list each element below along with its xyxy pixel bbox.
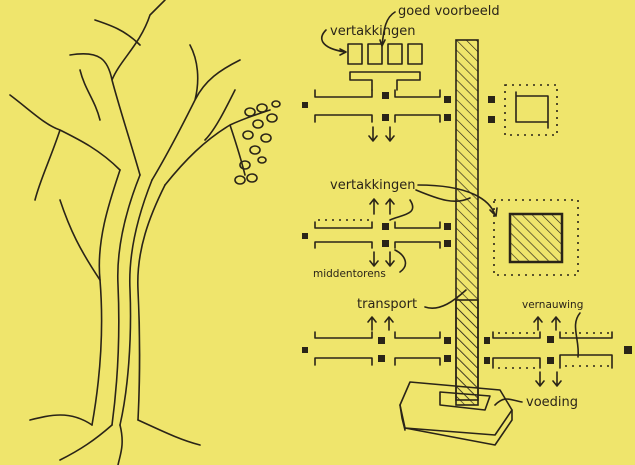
label-good-example: goed voorbeeld	[398, 4, 500, 19]
label-branches-top: vertakkingen	[330, 24, 416, 39]
label-transport: transport	[357, 297, 417, 312]
label-supply: voeding	[526, 395, 578, 410]
label-branches-middle: vertakkingen	[330, 178, 416, 193]
corridor-row-2	[302, 198, 451, 267]
plan-square-top	[504, 84, 558, 136]
supply-base	[399, 299, 513, 446]
label-middle-towers: middentorens	[313, 268, 386, 280]
plan-square-middle	[493, 199, 579, 276]
corridor-row-3	[302, 316, 632, 387]
branch-units-top	[347, 43, 423, 91]
leader-lines	[321, 11, 581, 406]
corridor-row-1	[302, 89, 495, 142]
tree-drawing	[9, 0, 281, 465]
leaves	[234, 100, 281, 185]
label-narrowing: vernauwing	[522, 299, 583, 311]
